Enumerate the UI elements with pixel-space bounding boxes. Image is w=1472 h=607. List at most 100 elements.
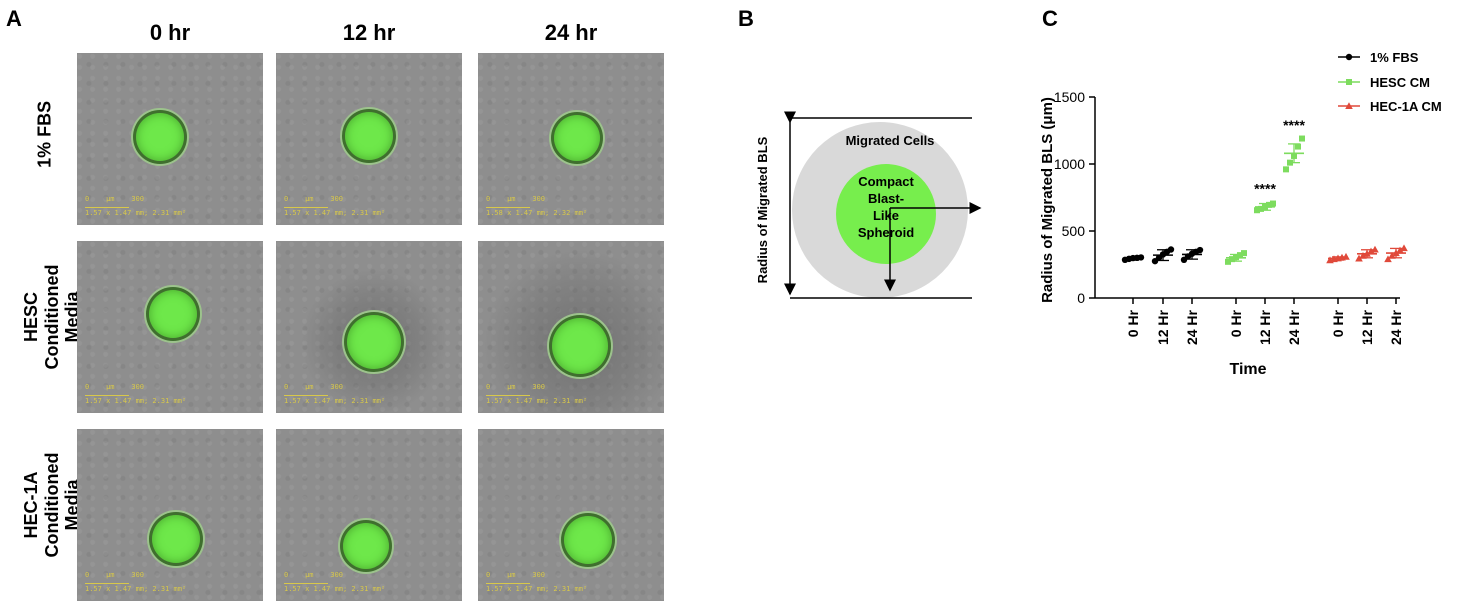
legend-marker [1346, 79, 1352, 85]
scale-bar: 0 μm 300 1.57 x 1.47 mm; 2.31 mm² [284, 571, 385, 593]
x-axis-label: Time [1229, 361, 1266, 378]
diagram-y-axis-label: Radius of Migrated BLS [755, 136, 770, 283]
y-tick-label: 1500 [1054, 89, 1085, 105]
micrograph-tile: 0 μm 300 1.57 x 1.47 mm; 2.31 mm² [276, 53, 462, 225]
migration-diagram: Migrated Cells Compact Blast- Like Spher… [755, 111, 982, 299]
spheroid [347, 315, 401, 369]
scale-bar-label: 0 μm 300 [486, 195, 546, 204]
y-tick-label: 500 [1062, 223, 1086, 239]
micrograph-tile: 0 μm 300 1.58 x 1.47 mm; 2.32 mm² [478, 53, 664, 225]
scale-bar: 0 μm 300 1.57 x 1.47 mm; 2.31 mm² [486, 571, 587, 593]
scale-bar-line [284, 204, 328, 208]
data-point [1262, 203, 1268, 210]
micrograph-texture [478, 429, 664, 601]
x-tick-label: 12 Hr [1155, 309, 1171, 345]
data-point [1400, 244, 1408, 252]
data-point [1299, 135, 1305, 142]
spheroid [149, 290, 197, 338]
spheroid [345, 112, 393, 160]
data-point [1291, 152, 1297, 159]
tile-dimension-info: 1.57 x 1.47 mm; 2.31 mm² [85, 584, 187, 593]
spheroid [554, 115, 600, 161]
data-point [1367, 247, 1375, 255]
scale-bar-label: 0 μm 300 [284, 195, 344, 204]
tile-dimension-info: 1.57 x 1.47 mm; 2.31 mm² [85, 208, 187, 217]
row-header-line: Conditioned [41, 264, 62, 370]
scale-bar-line [284, 580, 328, 584]
scale-bar-line [486, 392, 530, 396]
spheroid-label-line-1: Compact [858, 174, 914, 189]
data-point [1371, 245, 1379, 253]
data-point [1388, 251, 1396, 259]
x-tick-label: 24 Hr [1184, 309, 1200, 345]
scale-bar-line [85, 204, 129, 208]
significance-annotation: **** [1283, 117, 1305, 133]
tile-dimension-info: 1.57 x 1.47 mm; 2.31 mm² [85, 396, 187, 405]
data-point [1266, 201, 1272, 208]
panel-b-letter: B [738, 6, 754, 31]
data-point [1359, 251, 1367, 259]
data-point [1167, 246, 1175, 253]
data-point [1225, 258, 1231, 265]
scale-bar: 0 μm 300 1.58 x 1.47 mm; 2.32 mm² [486, 195, 587, 217]
scale-bar-line [85, 580, 129, 584]
scale-bar: 0 μm 300 1.57 x 1.47 mm; 2.31 mm² [85, 195, 186, 217]
tile-dimension-info: 1.57 x 1.47 mm; 2.31 mm² [486, 396, 588, 405]
row-header-line: Conditioned [41, 452, 62, 558]
significance-annotation: **** [1254, 180, 1276, 196]
micrograph-tile: 0 μm 300 1.57 x 1.47 mm; 2.31 mm² [77, 241, 263, 413]
row-header-1: 1% FBS [35, 44, 56, 224]
scale-bar-label: 0 μm 300 [85, 571, 145, 580]
scale-bar-line [284, 392, 328, 396]
data-point [1137, 254, 1145, 261]
scale-bar-line [85, 392, 129, 396]
scale-bar-label: 0 μm 300 [85, 383, 145, 392]
data-point [1392, 249, 1400, 257]
row-header-line: HEC-1A [20, 471, 41, 539]
legend-label: HEC-1A CM [1370, 99, 1442, 114]
column-header-24hr: 24 hr [544, 20, 598, 45]
x-tick-label: 0 Hr [1228, 309, 1244, 337]
tile-dimension-info: 1.58 x 1.47 mm; 2.32 mm² [486, 208, 588, 217]
spheroid [152, 515, 200, 563]
scale-bar: 0 μm 300 1.57 x 1.47 mm; 2.31 mm² [85, 383, 186, 405]
scale-bar-label: 0 μm 300 [486, 571, 546, 580]
row-header-line: HESC [20, 292, 41, 343]
legend-label: 1% FBS [1370, 50, 1419, 65]
spheroid-label-line-3: Like [873, 208, 899, 223]
tile-dimension-info: 1.57 x 1.47 mm; 2.31 mm² [486, 584, 588, 593]
data-point [1295, 143, 1301, 150]
scale-bar-line [486, 580, 530, 584]
spheroid [136, 113, 184, 161]
data-point [1283, 166, 1289, 173]
micrograph-tile: 0 μm 300 1.57 x 1.47 mm; 2.31 mm² [276, 429, 462, 601]
data-point [1229, 256, 1235, 263]
y-tick-label: 1000 [1054, 156, 1085, 172]
migrated-cells-label: Migrated Cells [846, 133, 935, 148]
data-point [1342, 252, 1350, 260]
tile-dimension-info: 1.57 x 1.47 mm; 2.31 mm² [284, 208, 386, 217]
data-point [1237, 252, 1243, 259]
micrograph-tile: 0 μm 300 1.57 x 1.47 mm; 2.31 mm² [77, 53, 263, 225]
tile-dimension-info: 1.57 x 1.47 mm; 2.31 mm² [284, 584, 386, 593]
legend-marker [1345, 53, 1353, 61]
spheroid [343, 523, 389, 569]
spheroid [564, 516, 612, 564]
scale-bar-label: 0 μm 300 [85, 195, 145, 204]
x-tick-label: 12 Hr [1257, 309, 1273, 345]
spheroid-label-line-2: Blast- [868, 191, 904, 206]
scale-bar-line [486, 204, 530, 208]
compact-spheroid-area [836, 164, 936, 264]
x-tick-label: 24 Hr [1388, 309, 1404, 345]
scale-bar-label: 0 μm 300 [284, 571, 344, 580]
legend-marker [1345, 102, 1353, 109]
row-header-line: 1% FBS [34, 100, 55, 168]
data-point [1287, 159, 1293, 166]
column-header-12hr: 12 hr [342, 20, 396, 45]
